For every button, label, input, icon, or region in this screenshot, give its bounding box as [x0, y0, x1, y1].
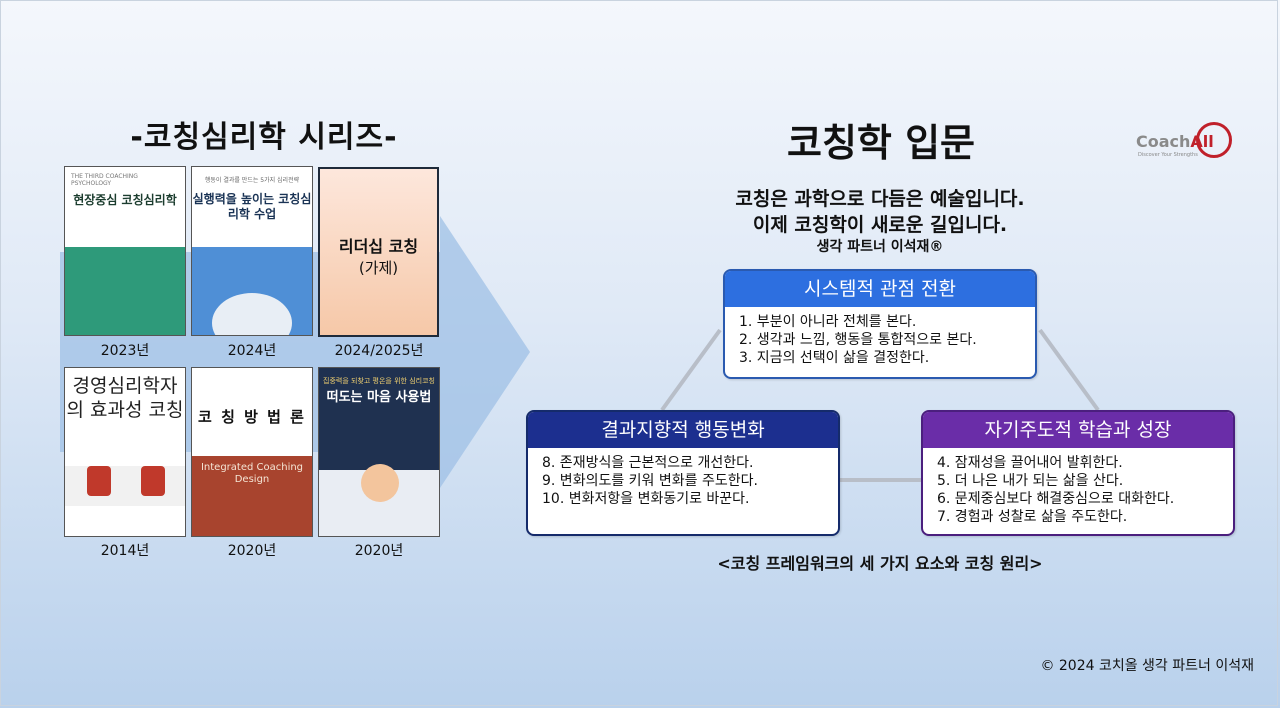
book-year: 2023년	[100, 343, 150, 359]
book-eyebrow: 집중력을 되찾고 평온을 위한 심리코칭	[323, 377, 435, 385]
tagline-line-1: 코칭은 과학으로 다듬은 예술입니다.	[735, 188, 1025, 210]
book-subtitle: (가제)	[358, 259, 399, 277]
book-eyebrow: 행동이 결과를 만드는 5가지 심리전략	[204, 177, 300, 184]
book-year: 2014년	[100, 543, 150, 559]
book-cover-figure	[361, 464, 399, 502]
book-title: 코 칭 방 법 론	[198, 408, 306, 426]
principle-item: 10. 변화저항을 변화동기로 바꾼다.	[542, 491, 750, 507]
principle-item: 4. 잠재성을 끌어내어 발휘한다.	[937, 455, 1123, 471]
principle-item: 8. 존재방식을 근본적으로 개선한다.	[542, 455, 754, 471]
series-title: -코칭심리학 시리즈-	[130, 120, 398, 155]
framework-card-self-directed: 자기주도적 학습과 성장 4. 잠재성을 끌어내어 발휘한다. 5. 더 나은 …	[921, 410, 1235, 536]
principle-item: 2. 생각과 느낌, 행동을 통합적으로 본다.	[739, 332, 977, 348]
book-title: 경영심리학자의 효과성 코칭	[66, 375, 184, 421]
book-title: 떠도는 마음 사용법	[326, 390, 432, 405]
main-title: 코칭학 입문	[786, 121, 976, 165]
principle-item: 6. 문제중심보다 해결중심으로 대화한다.	[937, 491, 1175, 507]
book-english-title: Integrated Coaching Design	[200, 462, 304, 485]
card-title: 결과지향적 행동변화	[528, 412, 838, 448]
book-cover-band	[192, 456, 312, 536]
tagline-author: 생각 파트너 이석재®	[816, 239, 944, 255]
book-year: 2020년	[354, 543, 404, 559]
book-cover-wandering-mind: 집중력을 되찾고 평온을 위한 심리코칭 떠도는 마음 사용법	[318, 367, 440, 537]
book-year: 2020년	[227, 543, 277, 559]
principle-item: 1. 부분이 아니라 전체를 본다.	[739, 314, 917, 330]
framework-card-results: 결과지향적 행동변화 8. 존재방식을 근본적으로 개선한다. 9. 변화의도를…	[526, 410, 840, 536]
logo-ring-icon	[1196, 122, 1232, 158]
book-cover-effectiveness-coaching: 경영심리학자의 효과성 코칭	[64, 367, 186, 537]
book-cover-illustration	[192, 247, 312, 335]
logo-word-a: Coach	[1136, 132, 1191, 151]
card-title: 시스템적 관점 전환	[725, 271, 1035, 307]
book-title: 현장중심 코칭심리학	[73, 193, 177, 207]
logo-tagline: Discover Your Strengths	[1138, 152, 1198, 158]
book-cover-leadership-coaching: 리더십 코칭 (가제)	[318, 167, 439, 337]
logo-word-b: All	[1190, 132, 1214, 151]
coachall-logo: CoachAll Discover Your Strengths	[1134, 120, 1236, 164]
book-title: 리더십 코칭	[338, 237, 419, 256]
copyright-notice: © 2024 코치올 생각 파트너 이석재	[1040, 658, 1254, 674]
framework-card-systemic: 시스템적 관점 전환 1. 부분이 아니라 전체를 본다. 2. 생각과 느낌,…	[723, 269, 1037, 379]
book-title: 실행력을 높이는 코칭심리학 수업	[192, 192, 312, 221]
principle-item: 5. 더 나은 내가 되는 삶을 산다.	[937, 473, 1124, 489]
principle-item: 3. 지금의 선택이 삶을 결정한다.	[739, 350, 930, 366]
card-title: 자기주도적 학습과 성장	[923, 412, 1233, 448]
book-year: 2024년	[227, 343, 277, 359]
book-year: 2024/2025년	[334, 343, 424, 359]
book-cover-field-coaching-psychology: THE THIRD COACHING PSYCHOLOGY 현장중심 코칭심리학	[64, 166, 186, 336]
tagline-line-2: 이제 코칭학이 새로운 길입니다.	[752, 214, 1008, 236]
book-eyebrow: THE THIRD COACHING PSYCHOLOGY	[71, 173, 138, 187]
book-cover-execution-coaching: 행동이 결과를 만드는 5가지 심리전략 실행력을 높이는 코칭심리학 수업	[191, 166, 313, 336]
book-cover-coaching-methodology: 코 칭 방 법 론 Integrated Coaching Design	[191, 367, 313, 537]
framework-caption: <코칭 프레임워크의 세 가지 요소와 코칭 원리>	[717, 554, 1043, 573]
principle-item: 7. 경험과 성찰로 삶을 주도한다.	[937, 509, 1128, 525]
principle-item: 9. 변화의도를 키워 변화를 주도한다.	[542, 473, 758, 489]
